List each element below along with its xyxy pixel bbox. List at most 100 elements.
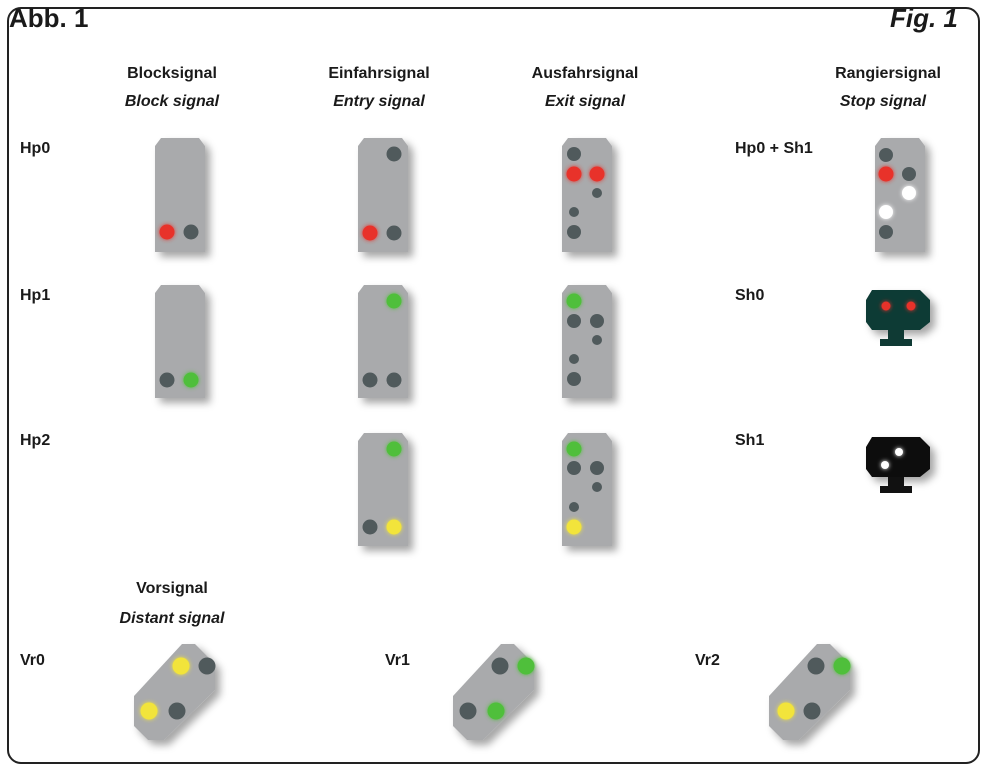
heading-distant-signal-de: Vorsignal [136,580,208,597]
signal-panel [769,644,850,740]
lamp-off [567,225,581,239]
dwarf-head [866,437,930,477]
lamp-off [590,314,604,328]
shunt-signal-sh1 [866,437,930,493]
state-label-vr2: Vr2 [695,652,720,669]
signal-panel [155,285,205,398]
lamp-red [566,166,582,182]
lamp-red [362,225,378,241]
state-label-hp1: Hp1 [20,287,51,304]
lamp-off [902,167,916,181]
lamp-green [517,657,535,675]
stop-signal-hp0-sh1 [875,138,925,252]
block-signal-hp1 [155,285,205,398]
shunt-signal-sh0 [866,290,930,346]
dwarf-base [880,339,912,346]
entry-signal-hp2 [358,433,408,546]
lamp-off [567,372,581,386]
lamp-off [807,657,825,675]
lamp-green [566,293,582,309]
heading-entry-signal-de: Einfahrsignal [328,65,430,82]
state-label-sh1: Sh1 [735,432,765,449]
figure-label-en: Fig. 1 [890,3,958,33]
lamp-off [592,335,602,345]
signal-panel [134,644,215,740]
state-label-sh0: Sh0 [735,287,765,304]
exit-signal-hp2 [562,433,612,546]
heading-stop-signal-de: Rangiersignal [835,65,941,82]
signal-panel [562,285,612,398]
signal-panel [358,138,408,252]
lamp-yellow [566,519,582,535]
state-label-hp0-sh1: Hp0 + Sh1 [735,140,813,157]
heading-distant-signal-en: Distant signal [119,610,225,627]
lamp-off [159,372,175,388]
entry-signal-hp0 [358,138,408,252]
dwarf-post [888,477,904,487]
lamp-yellow [172,657,190,675]
dwarf-post [888,330,904,340]
exit-signal-hp1 [562,285,612,398]
signal-panel [453,644,534,740]
signal-panel [358,285,408,398]
signal-panel [358,433,408,546]
state-label-hp0: Hp0 [20,140,51,157]
heading-block-signal-en: Block signal [124,93,220,110]
signal-panel [155,138,205,252]
lamp-red [159,224,175,240]
figure-label-de: Abb. 1 [9,3,89,33]
lamp-off [459,702,477,720]
dwarf-base [880,486,912,493]
lamp-off [567,461,581,475]
lamp-off [592,188,602,198]
lamp-red [906,301,916,311]
lamp-off [569,502,579,512]
lamp-off [567,314,581,328]
lamp-white [902,186,916,200]
lamp-off [198,657,216,675]
lamp-off [386,372,402,388]
heading-exit-signal-en: Exit signal [544,93,626,110]
lamp-off [386,146,402,162]
block-signal-hp0 [155,138,205,252]
lamp-green [386,293,402,309]
lamp-off [362,372,378,388]
lamp-green [487,702,505,720]
lamp-off [803,702,821,720]
lamp-off [879,148,893,162]
exit-signal-hp0 [562,138,612,252]
lamp-off [168,702,186,720]
lamp-off [567,147,581,161]
lamp-off [569,354,579,364]
lamp-off [569,207,579,217]
heading-entry-signal-en: Entry signal [333,93,425,110]
lamp-yellow [777,702,795,720]
lamp-white [879,205,893,219]
lamp-off [362,519,378,535]
entry-signal-hp1 [358,285,408,398]
lamp-off [386,225,402,241]
distant-signal-vr0 [134,644,216,740]
state-label-vr0: Vr0 [20,652,45,669]
signal-panel [875,138,925,252]
lamp-red [881,301,891,311]
lamp-red [878,166,894,182]
lamp-yellow [140,702,158,720]
heading-exit-signal-de: Ausfahrsignal [531,65,639,82]
lamp-white [895,448,903,456]
lamp-red [589,166,605,182]
distant-signal-vr2 [769,644,851,740]
lamp-off [590,461,604,475]
dwarf-head [866,290,930,330]
lamp-off [879,225,893,239]
state-label-hp2: Hp2 [20,432,51,449]
lamp-green [566,441,582,457]
state-label-vr1: Vr1 [385,652,410,669]
lamp-green [833,657,851,675]
lamp-off [183,224,199,240]
heading-block-signal-de: Blocksignal [127,65,217,82]
lamp-off [592,482,602,492]
distant-signal-vr1 [453,644,535,740]
heading-stop-signal-en: Stop signal [839,93,927,110]
